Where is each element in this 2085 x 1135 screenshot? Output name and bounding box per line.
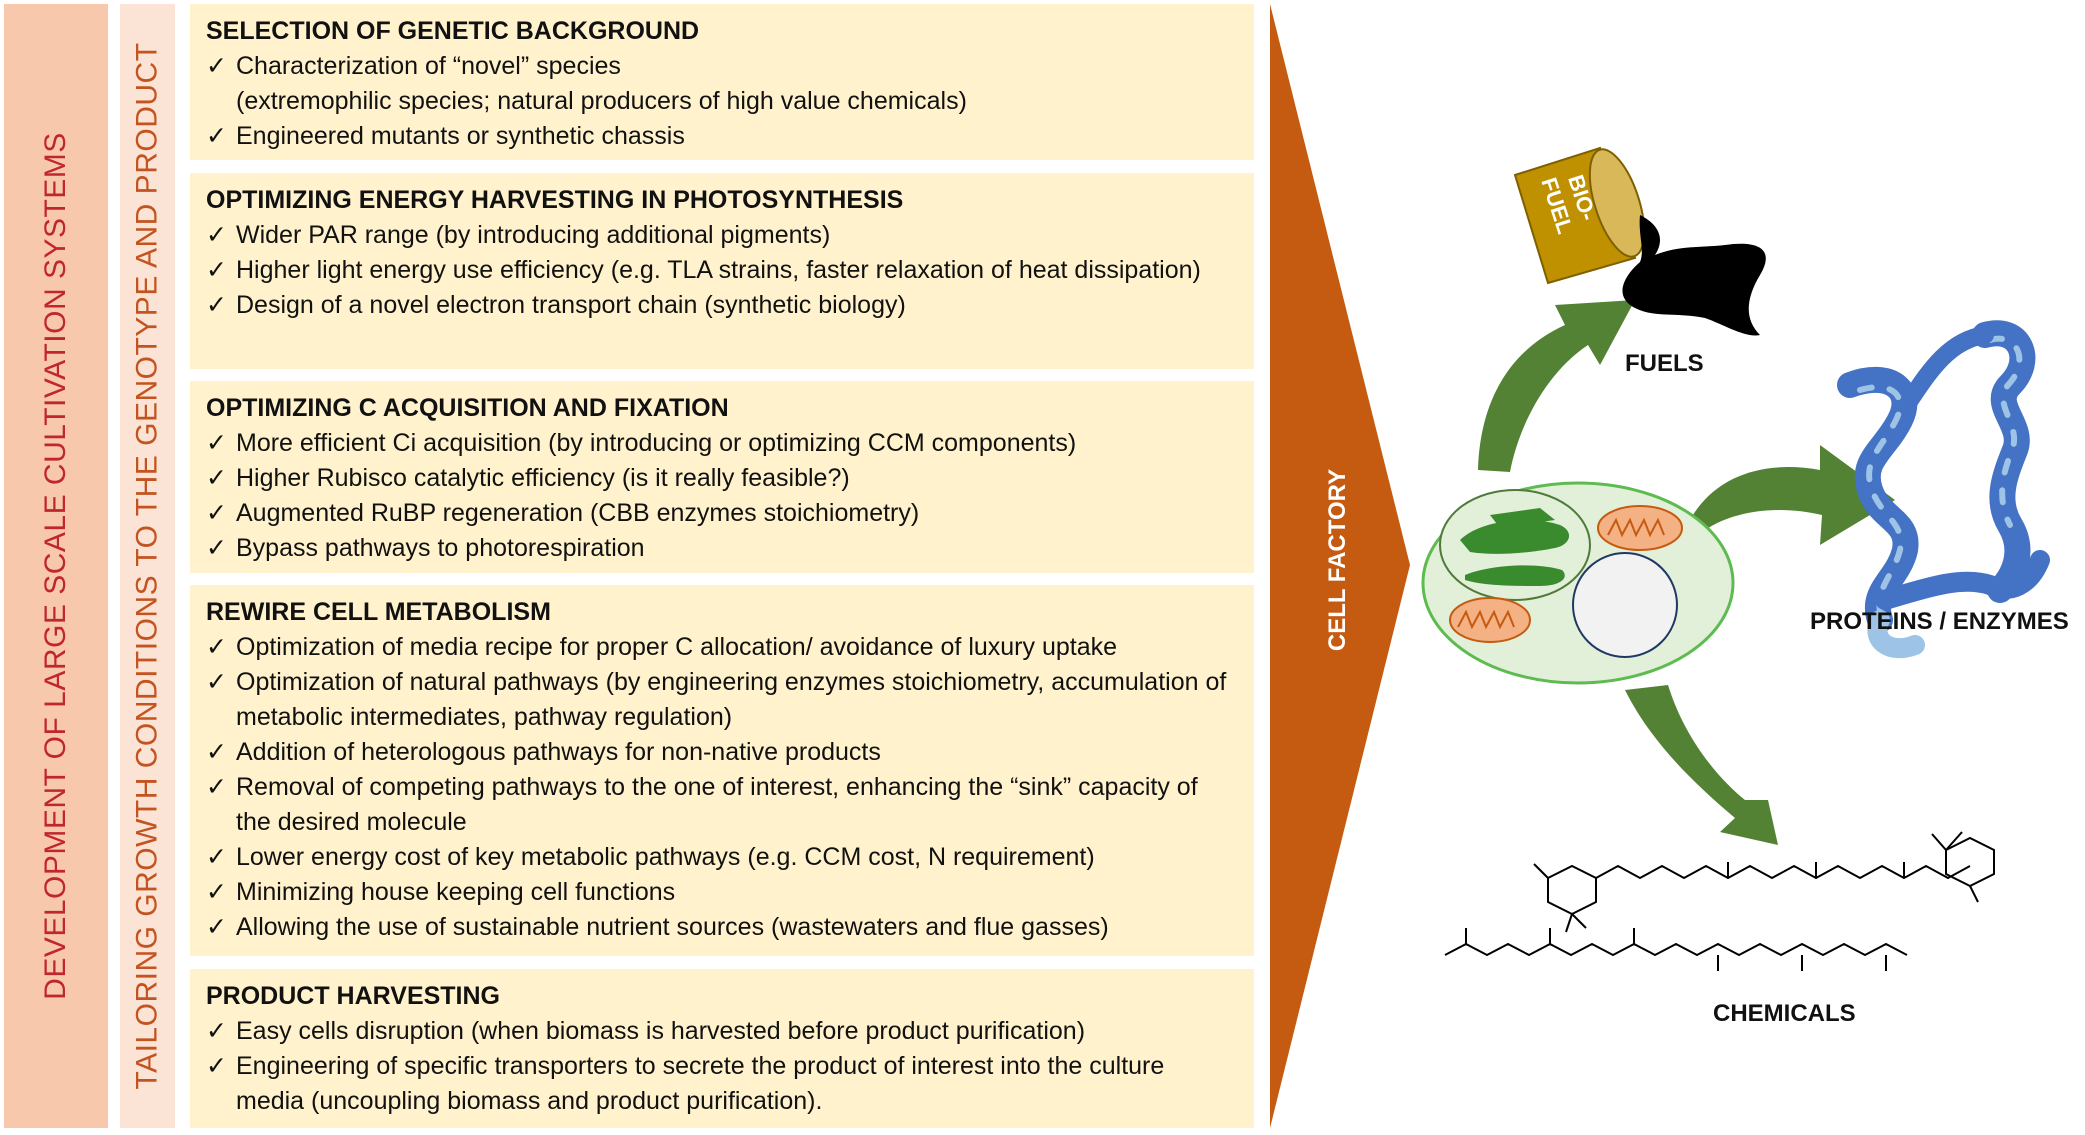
check-icon: ✓ bbox=[206, 291, 227, 319]
section-genetic-background: SELECTION OF GENETIC BACKGROUND ✓ Charac… bbox=[190, 4, 1254, 160]
check-icon: ✓ bbox=[206, 668, 227, 696]
cell-factory-label: CELL FACTORY bbox=[1324, 469, 1351, 651]
section-c-acquisition: OPTIMIZING C ACQUISITION AND FIXATION ✓ … bbox=[190, 381, 1254, 573]
list-item: ✓ Optimization of natural pathways (by e… bbox=[206, 665, 1238, 735]
check-icon: ✓ bbox=[206, 52, 227, 80]
check-icon: ✓ bbox=[206, 913, 227, 941]
check-icon: ✓ bbox=[206, 464, 227, 492]
list-item: ✓ Engineering of specific transporters t… bbox=[206, 1049, 1238, 1119]
arrow-to-fuels bbox=[1478, 300, 1635, 472]
check-icon: ✓ bbox=[206, 633, 227, 661]
list-item: ✓ Addition of heterologous pathways for … bbox=[206, 735, 1238, 770]
check-icon: ✓ bbox=[206, 499, 227, 527]
proteins-label: PROTEINS / ENZYMES bbox=[1810, 608, 2069, 635]
inner-band: TAILORING GROWTH CONDITIONS TO THE GENOT… bbox=[120, 4, 175, 1128]
arrow-to-proteins bbox=[1690, 445, 1895, 545]
list-item: ✓ Lower energy cost of key metabolic pat… bbox=[206, 840, 1238, 875]
nucleus-icon bbox=[1572, 552, 1678, 658]
section-cell-metabolism: REWIRE CELL METABOLISM ✓ Optimization of… bbox=[190, 585, 1254, 956]
list-item: ✓ Bypass pathways to photorespiration bbox=[206, 531, 1238, 566]
list-item: ✓ Engineered mutants or synthetic chassi… bbox=[206, 119, 1238, 154]
section-title: REWIRE CELL METABOLISM bbox=[206, 598, 551, 626]
section-title: OPTIMIZING C ACQUISITION AND FIXATION bbox=[206, 394, 729, 422]
check-icon: ✓ bbox=[206, 878, 227, 906]
section-energy-harvesting: OPTIMIZING ENERGY HARVESTING IN PHOTOSYN… bbox=[190, 173, 1254, 369]
section-title: PRODUCT HARVESTING bbox=[206, 982, 501, 1010]
carotene-structure-icon bbox=[1533, 831, 1995, 933]
squalene-structure-icon bbox=[1444, 928, 1908, 971]
list-item: ✓ Allowing the use of sustainable nutrie… bbox=[206, 910, 1238, 945]
check-icon: ✓ bbox=[206, 738, 227, 766]
list-item: ✓ Higher Rubisco catalytic efficiency (i… bbox=[206, 461, 1238, 496]
check-icon: ✓ bbox=[206, 773, 227, 801]
check-icon: ✓ bbox=[206, 534, 227, 562]
chemicals-label: CHEMICALS bbox=[1713, 1000, 1856, 1027]
list-item: ✓ Easy cells disruption (when biomass is… bbox=[206, 1014, 1238, 1049]
check-icon: ✓ bbox=[206, 1017, 227, 1045]
fuels-label: FUELS bbox=[1625, 350, 1704, 377]
oil-spill-icon bbox=[1622, 215, 1766, 336]
list-item: ✓ Higher light energy use efficiency (e.… bbox=[206, 253, 1238, 288]
section-title: OPTIMIZING ENERGY HARVESTING IN PHOTOSYN… bbox=[206, 186, 904, 214]
list-item: ✓ Removal of competing pathways to the o… bbox=[206, 770, 1238, 840]
arrow-to-chemicals bbox=[1625, 685, 1778, 845]
check-icon: ✓ bbox=[206, 256, 227, 284]
list-item: ✓ Wider PAR range (by introducing additi… bbox=[206, 218, 1238, 253]
list-item: ✓ Characterization of “novel” species bbox=[206, 49, 1238, 84]
list-item: ✓ Augmented RuBP regeneration (CBB enzym… bbox=[206, 496, 1238, 531]
check-icon: ✓ bbox=[206, 843, 227, 871]
protein-icon bbox=[1837, 320, 2050, 659]
cell-factory-arrow bbox=[1270, 4, 1410, 1128]
list-item-subtext: (extremophilic species; natural producer… bbox=[236, 87, 967, 115]
biofuel-barrel-icon: BIO- FUEL bbox=[1513, 146, 1646, 285]
section-title: SELECTION OF GENETIC BACKGROUND bbox=[206, 17, 700, 45]
check-icon: ✓ bbox=[206, 221, 227, 249]
list-item: ✓ Minimizing house keeping cell function… bbox=[206, 875, 1238, 910]
list-item: ✓ More efficient Ci acquisition (by intr… bbox=[206, 426, 1238, 461]
check-icon: ✓ bbox=[206, 122, 227, 150]
outer-band: DEVELOPMENT OF LARGE SCALE CULTIVATION S… bbox=[4, 4, 108, 1128]
section-product-harvesting: PRODUCT HARVESTING ✓ Easy cells disrupti… bbox=[190, 969, 1254, 1128]
cell-icon bbox=[1421, 481, 1735, 685]
check-icon: ✓ bbox=[206, 429, 227, 457]
list-item: ✓ Optimization of media recipe for prope… bbox=[206, 630, 1238, 665]
list-item: ✓ Design of a novel electron transport c… bbox=[206, 288, 1238, 323]
check-icon: ✓ bbox=[206, 1052, 227, 1080]
